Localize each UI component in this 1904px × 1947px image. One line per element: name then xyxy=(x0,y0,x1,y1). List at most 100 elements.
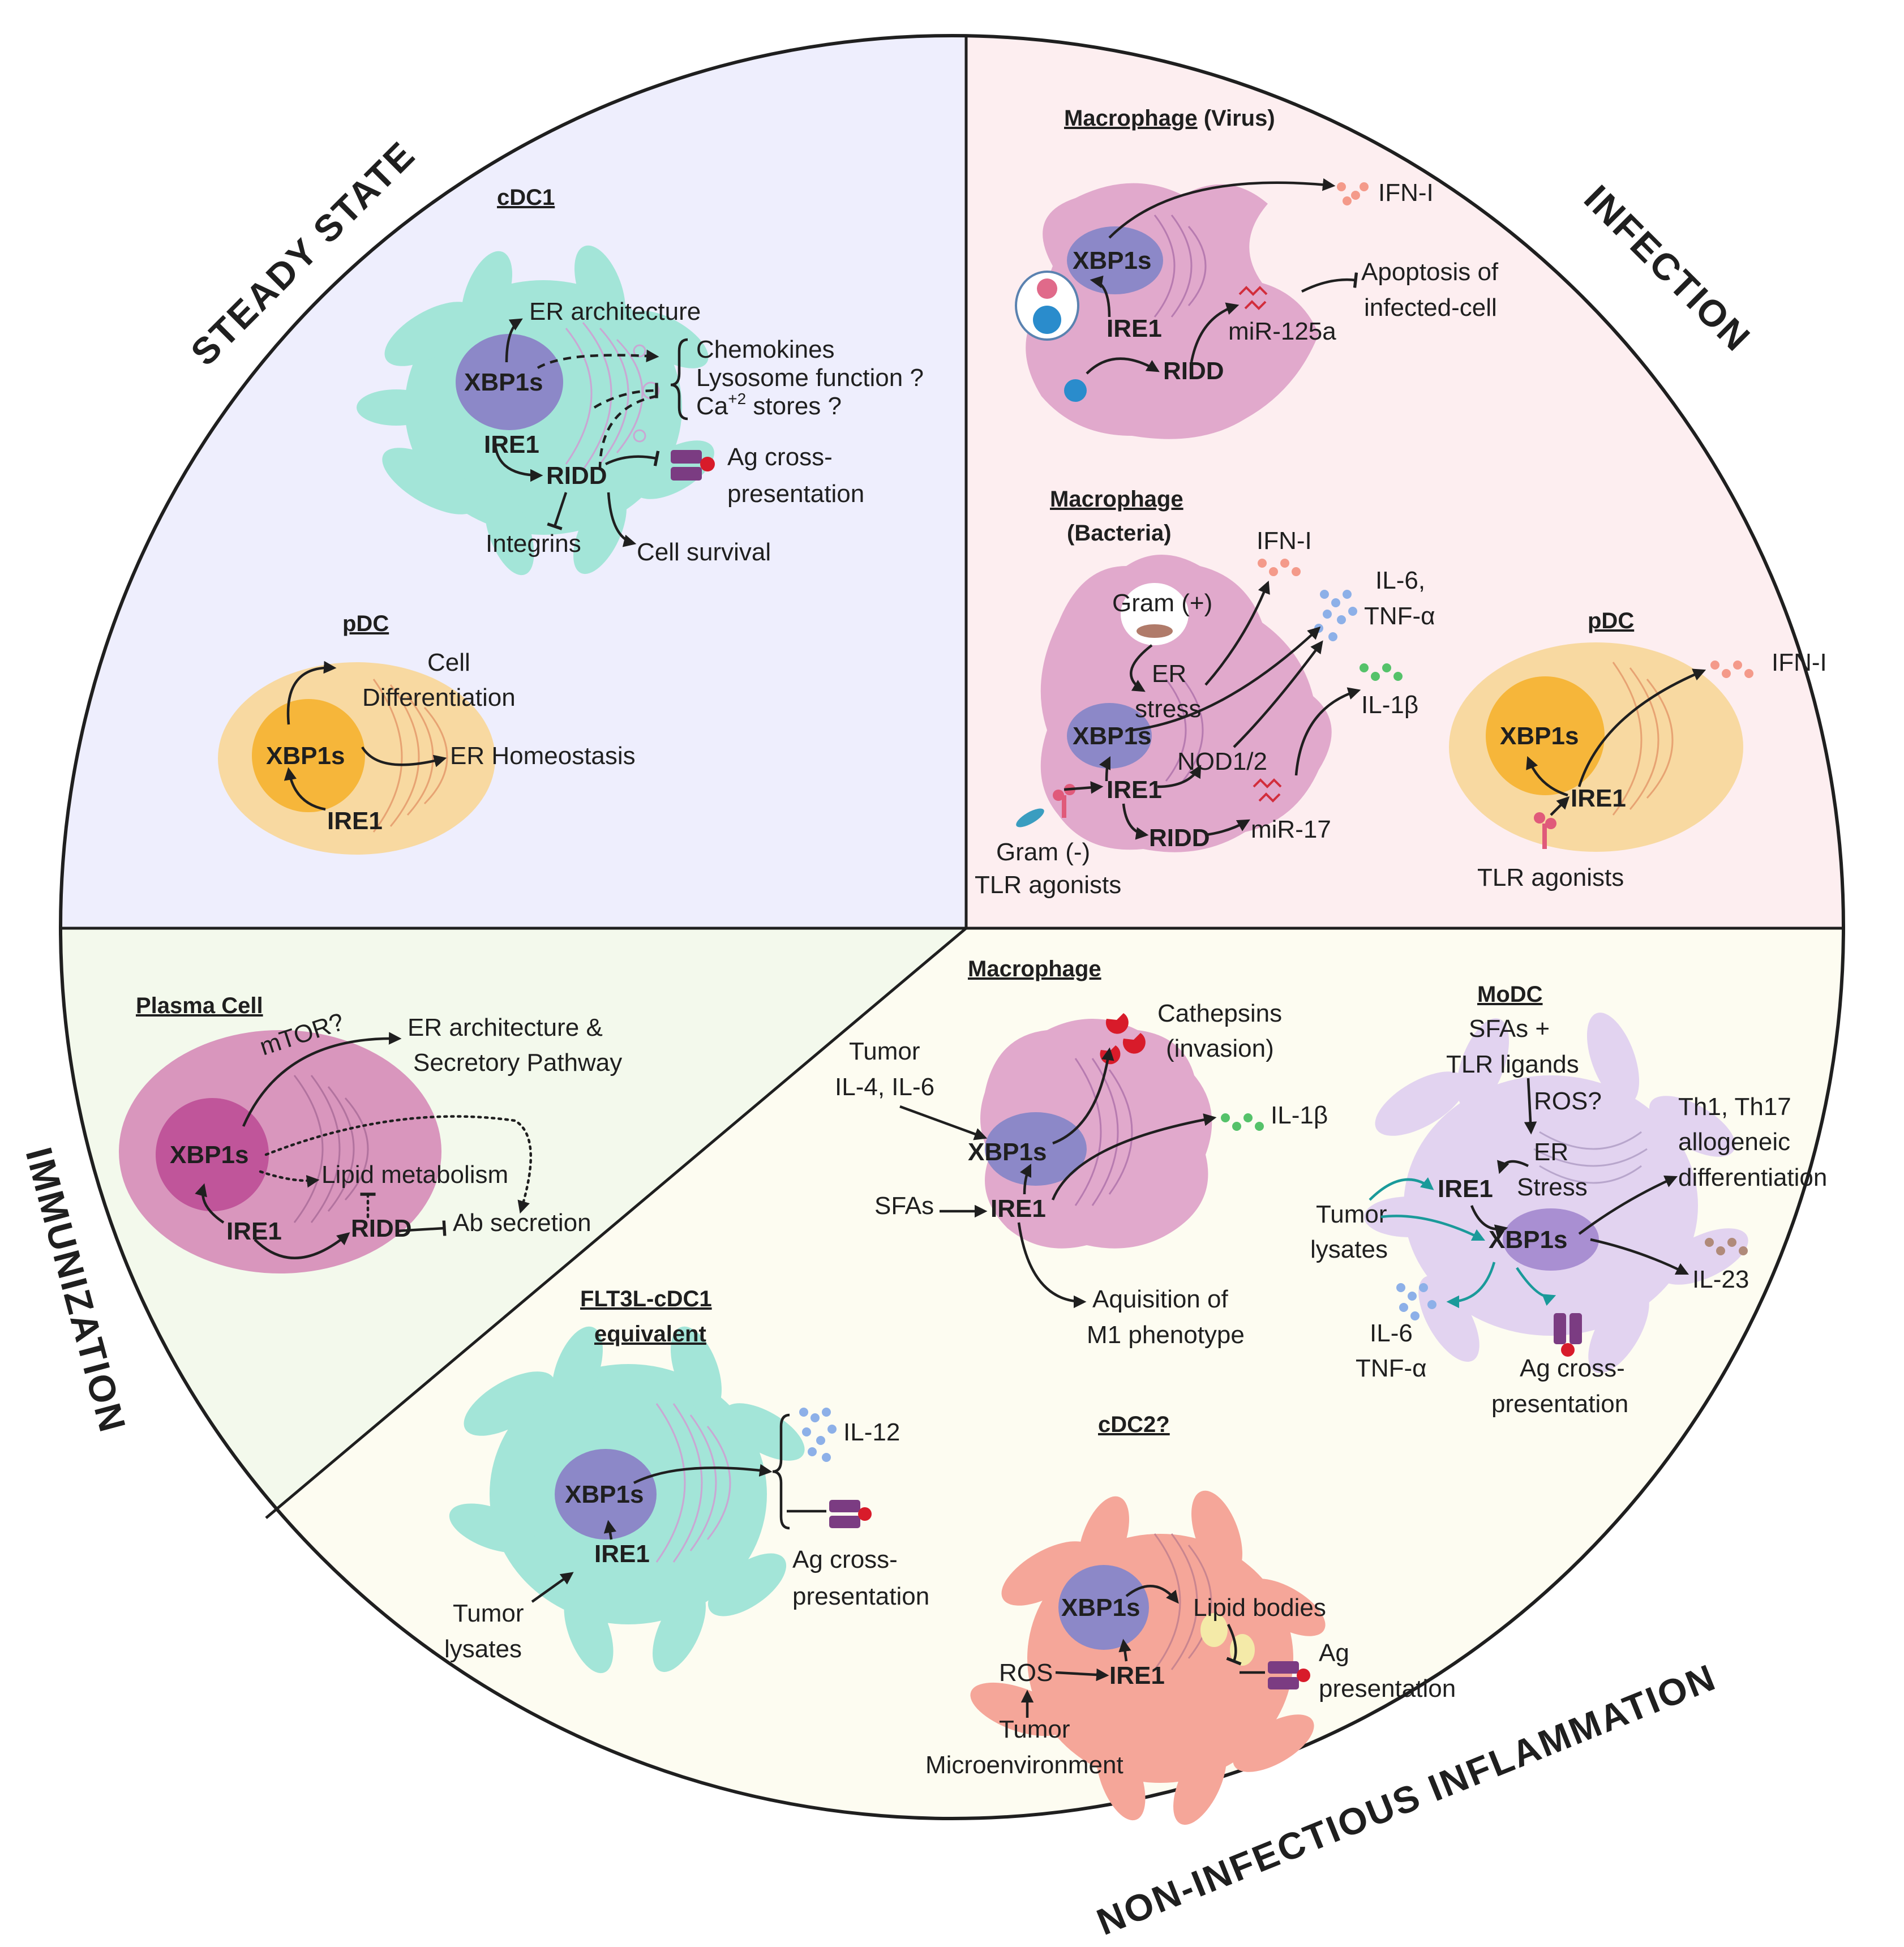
pdc-steady-xbp1s: XBP1s xyxy=(266,742,345,770)
modc-th1: Th1, Th17 xyxy=(1678,1093,1791,1121)
macrophage-tumor-cell: Macrophage Tumor IL-4, IL-6 Cathepsins (… xyxy=(835,957,1328,1349)
pdc-infection-xbp1s: XBP1s xyxy=(1500,722,1579,750)
lipid-body-icon xyxy=(1200,1613,1228,1647)
modc-il23: IL-23 xyxy=(1692,1266,1749,1293)
pdc-infection-title: pDC xyxy=(1588,608,1634,633)
modc-sfas: SFAs + xyxy=(1469,1015,1550,1043)
cdc1-lysosome: Lysosome function ? xyxy=(696,364,924,392)
macrophage-tumor-ire1: IRE1 xyxy=(990,1195,1046,1223)
cdc1-cell: cDC1 XBP1s IRE1 RIDD ER architecture Che… xyxy=(357,185,924,576)
gram-negative-bacterium-icon xyxy=(1016,808,1044,827)
pdc-steady-cell-label: Cell xyxy=(427,649,470,676)
mir-17-icon xyxy=(1253,778,1282,803)
cdc2-xbp1s: XBP1s xyxy=(1061,1594,1140,1622)
macrophage-virus-ifn: IFN-I xyxy=(1378,179,1434,207)
macrophage-tumor-cath1: Cathepsins xyxy=(1157,1000,1282,1027)
flt3l-il12: IL-12 xyxy=(843,1418,900,1446)
macrophage-bacteria-ridd: RIDD xyxy=(1149,824,1210,852)
macrophage-virus-title: Macrophage (Virus) xyxy=(1064,106,1275,131)
pdc-steady-cell: pDC XBP1s IRE1 Cell Differentiation ER H… xyxy=(218,611,636,855)
ifn-dots-icon xyxy=(1710,661,1753,678)
cdc2-ire1: IRE1 xyxy=(1109,1662,1165,1689)
cdc1-chemokines: Chemokines xyxy=(696,336,835,363)
macrophage-tumor-xbp1s: XBP1s xyxy=(968,1138,1047,1166)
virus-icon xyxy=(1064,379,1087,402)
gram-positive-bacterium-icon xyxy=(1137,624,1173,638)
plasma-lipid: Lipid metabolism xyxy=(321,1161,508,1189)
il12-dots-icon xyxy=(799,1408,837,1462)
pdc-infection-tlr: TLR agonists xyxy=(1477,864,1624,891)
plasma-cell: Plasma Cell mTOR? ER architecture & Secr… xyxy=(119,993,622,1273)
modc-ros: ROS? xyxy=(1534,1087,1602,1115)
macrophage-virus-cell: Macrophage (Virus) XBP1s IRE1 RIDD IFN-I… xyxy=(1015,106,1499,439)
pdc-infection-nucleus xyxy=(1486,676,1605,795)
cdc2-ag1: Ag xyxy=(1319,1639,1349,1667)
il1b-dots-icon xyxy=(1221,1113,1264,1131)
macrophage-bacteria-gram-neg: Gram (-) xyxy=(996,838,1090,866)
macrophage-tumor-cath2: (invasion) xyxy=(1166,1035,1274,1062)
cytokine-dots-icon xyxy=(1258,559,1403,681)
plasma-title: Plasma Cell xyxy=(136,993,263,1018)
macrophage-bacteria-il6: IL-6, xyxy=(1375,567,1425,594)
cdc1-ca-stores: Ca+2 stores ? xyxy=(696,390,842,420)
macrophage-virus-xbp1s: XBP1s xyxy=(1073,247,1151,275)
modc-er: ER xyxy=(1534,1138,1568,1166)
macrophage-virus-ridd: RIDD xyxy=(1163,357,1224,385)
macrophage-bacteria-title1: Macrophage xyxy=(1050,487,1183,512)
cdc1-mhc-icon xyxy=(671,450,715,481)
cdc2-nucleus xyxy=(1058,1565,1149,1650)
ifn-dots-icon xyxy=(1337,182,1369,205)
flt3l-cdc1-cell: FLT3L-cDC1 equivalent IL-12 XBP1s IRE1 A… xyxy=(444,1286,929,1674)
modc-th3: differentiation xyxy=(1678,1164,1827,1191)
il23-dots-icon xyxy=(1705,1238,1748,1255)
modc-stress: Stress xyxy=(1517,1173,1588,1201)
modc-tnf: TNF-α xyxy=(1356,1354,1427,1382)
outer-circle xyxy=(59,34,1845,1820)
flt3l-lysates: lysates xyxy=(444,1635,522,1663)
il6-tnf-dots-icon xyxy=(1396,1283,1436,1320)
macrophage-bacteria-cell: Macrophage (Bacteria) IFN-I IL-6, TNF-α … xyxy=(975,487,1435,899)
cdc1-survival: Cell survival xyxy=(637,538,771,566)
modc-title: MoDC xyxy=(1477,982,1543,1007)
flt3l-tumor: Tumor xyxy=(453,1599,524,1627)
flt3l-ag1: Ag cross- xyxy=(792,1546,898,1573)
flt3l-mhc-icon xyxy=(829,1500,872,1528)
cdc1-title: cDC1 xyxy=(497,185,555,210)
macrophage-tumor-tumor: Tumor xyxy=(849,1037,920,1065)
cdc2-title: cDC2? xyxy=(1098,1412,1170,1437)
plasma-xbp1s: XBP1s xyxy=(170,1141,248,1169)
macrophage-tumor-il1b: IL-1β xyxy=(1271,1101,1328,1129)
cdc2-mhc-icon xyxy=(1268,1661,1310,1689)
modc-ire1: IRE1 xyxy=(1438,1175,1493,1203)
macrophage-bacteria-nod: NOD1/2 xyxy=(1177,748,1267,775)
macrophage-tumor-m1a: Aquisition of xyxy=(1092,1285,1228,1313)
macrophage-tumor-title: Macrophage xyxy=(968,957,1101,981)
macrophage-bacteria-ifn: IFN-I xyxy=(1257,527,1312,555)
pdc-steady-ire1: IRE1 xyxy=(327,807,383,835)
macrophage-bacteria-mir: miR-17 xyxy=(1251,816,1331,843)
plasma-ridd: RIDD xyxy=(351,1215,412,1242)
pdc-infection-cell: pDC XBP1s IRE1 IFN-I TLR agonists xyxy=(1449,608,1827,891)
cdc2-ag2: presentation xyxy=(1319,1675,1456,1702)
cdc1-nucleus xyxy=(456,334,563,430)
plasma-er1: ER architecture & xyxy=(408,1014,603,1041)
plasma-ire1: IRE1 xyxy=(226,1217,282,1245)
pdc-steady-differentiation: Differentiation xyxy=(362,684,516,711)
modc-lysates: lysates xyxy=(1310,1236,1388,1263)
plasma-er2: Secretory Pathway xyxy=(413,1049,622,1077)
macrophage-bacteria-ire1: IRE1 xyxy=(1107,776,1162,804)
macrophage-bacteria-title2: (Bacteria) xyxy=(1067,521,1172,546)
flt3l-ag2: presentation xyxy=(792,1583,929,1610)
macrophage-bacteria-stress: stress xyxy=(1135,695,1201,723)
cdc2-microenvironment: Microenvironment xyxy=(925,1751,1123,1779)
cdc1-ridd: RIDD xyxy=(546,462,607,490)
cdc1-ire1: IRE1 xyxy=(484,431,539,458)
macrophage-bacteria-xbp1s: XBP1s xyxy=(1073,722,1151,750)
cdc2-tumor: Tumor xyxy=(999,1716,1070,1743)
modc-th2: allogeneic xyxy=(1678,1128,1790,1156)
cdc2-cell: cDC2? XBP1s Lipid bodies Ag presentation… xyxy=(925,1412,1456,1825)
tlr-receptor-icon xyxy=(1534,812,1556,849)
macrophage-tumor-m1b: M1 phenotype xyxy=(1087,1321,1245,1349)
macrophage-tumor-sfas: SFAs xyxy=(874,1192,934,1220)
